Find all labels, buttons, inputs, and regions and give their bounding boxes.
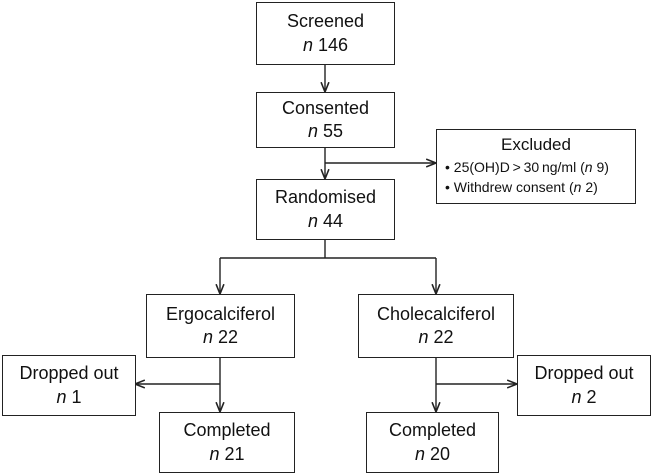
randomised-count: n 44 — [307, 210, 344, 231]
cholecalciferol-count: n 22 — [418, 327, 454, 347]
completed-right-box: Completed n 20 — [366, 412, 499, 473]
completed-left-box: Completed n 21 — [159, 412, 295, 473]
consented-box: Consented n 55 — [256, 92, 395, 148]
consented-label: Consented — [281, 97, 370, 118]
completed-left-count: n 21 — [209, 443, 245, 464]
excluded-label: Excluded — [501, 135, 571, 154]
consented-count: n 55 — [307, 121, 344, 141]
completed-right-label: Completed — [388, 420, 477, 441]
ergocalciferol-count: n 22 — [202, 327, 239, 347]
screened-label: Screened — [286, 11, 365, 32]
ergocalciferol-label: Ergocalciferol — [165, 303, 276, 324]
completed-left-label: Completed — [183, 420, 271, 441]
dropped-out-left-count: n 1 — [56, 386, 82, 407]
cholecalciferol-label: Cholecalciferol — [376, 303, 496, 324]
dropped-out-left-box: Dropped out n 1 — [2, 355, 136, 416]
dropped-out-right-count: n 2 — [571, 386, 597, 407]
dropped-out-right-label: Dropped out — [534, 363, 634, 384]
screened-count: n 146 — [302, 34, 349, 55]
excluded-box: Excluded • 25(OH)D > 30 ng/ml (n 9) • Wi… — [436, 129, 636, 204]
dropped-out-right-box: Dropped out n 2 — [517, 355, 651, 416]
ergocalciferol-box: Ergocalciferol n 22 — [146, 294, 295, 358]
randomised-box: Randomised n 44 — [256, 179, 395, 240]
completed-right-count: n 20 — [414, 443, 451, 464]
screened-box: Screened n 146 — [256, 2, 395, 65]
excluded-item-vitd: • 25(OH)D > 30 ng/ml (n 9) — [445, 158, 609, 175]
randomised-label: Randomised — [274, 187, 377, 208]
dropped-out-left-label: Dropped out — [19, 363, 119, 384]
excluded-item-withdrew: • Withdrew consent (n 2) — [445, 179, 598, 196]
cholecalciferol-box: Cholecalciferol n 22 — [358, 294, 514, 358]
